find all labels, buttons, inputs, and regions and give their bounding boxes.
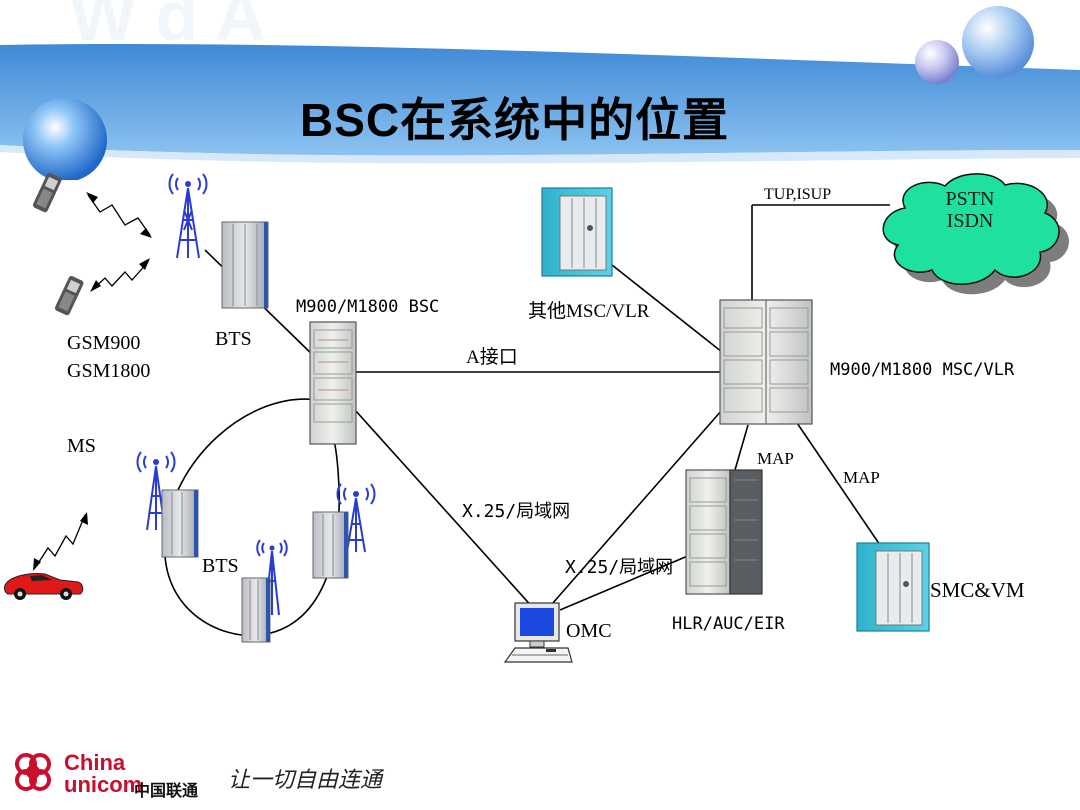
msc-omc-link <box>544 409 723 613</box>
ms-type-label: GSM900 <box>67 332 141 354</box>
mobile-phone-icon <box>32 172 62 213</box>
brand-name-cn: 中国联通 <box>134 783 199 800</box>
pstn-label: PSTN <box>945 188 995 210</box>
msc-other-msc-link <box>611 264 723 353</box>
bts-cabinet <box>312 511 349 579</box>
slogan: 让一切自由连通 <box>228 768 383 793</box>
other-msc-cabinet <box>541 187 613 277</box>
svg-text:W d A: W d A <box>70 0 266 55</box>
ms-label: MS <box>67 435 96 457</box>
map-label: MAP <box>843 468 880 487</box>
x25-label: X.25/局域网 <box>462 501 571 522</box>
smc-label: SMC&VM <box>930 578 1025 602</box>
car-icon <box>3 573 84 600</box>
bsc-label: M900/M1800 BSC <box>296 297 440 317</box>
other-msc-label: 其他MSC/VLR <box>528 301 650 322</box>
radio-link-icon <box>34 514 86 569</box>
bts-label: BTS <box>202 555 239 577</box>
omc-hlr-link <box>559 554 691 611</box>
omc-computer-icon <box>503 602 573 663</box>
pstn-cloud <box>882 173 1069 295</box>
ms-type-label: GSM1800 <box>67 360 151 382</box>
antenna-icon <box>336 483 376 553</box>
map-label: MAP <box>757 449 794 468</box>
hlr-rack <box>685 469 763 595</box>
bsc-rack <box>309 321 357 445</box>
china-unicom-logo-icon <box>15 753 51 791</box>
bts-cabinet <box>241 577 271 643</box>
page-title: BSC在系统中的位置 <box>300 94 730 146</box>
bts-label: BTS <box>215 328 252 350</box>
brand-name: China <box>64 750 126 775</box>
bsc-omc-link <box>354 409 536 611</box>
a-interface-label: A接口 <box>466 347 518 368</box>
mobile-phone-icon <box>54 275 84 316</box>
msc-rack <box>719 299 813 425</box>
omc-label: OMC <box>566 620 612 642</box>
msc-hlr-map-link <box>734 424 749 471</box>
radio-link-icon <box>91 261 149 291</box>
antenna-icon <box>136 451 176 531</box>
msc-smc-map-link <box>794 419 881 546</box>
header-band: W d A <box>0 0 1080 180</box>
radio-link-icon <box>87 194 151 236</box>
brand-name: unicom <box>64 772 143 797</box>
smc-cabinet <box>856 542 930 632</box>
bts-cabinet <box>161 489 199 558</box>
tup-isup-label: TUP,ISUP <box>764 186 832 203</box>
msc-label: M900/M1800 MSC/VLR <box>830 360 1015 380</box>
hlr-label: HLR/AUC/EIR <box>672 614 785 634</box>
x25-label: X.25/局域网 <box>565 557 674 578</box>
isdn-label: ISDN <box>946 210 994 232</box>
bts-cabinet <box>221 221 269 309</box>
antenna-icon <box>168 173 208 259</box>
